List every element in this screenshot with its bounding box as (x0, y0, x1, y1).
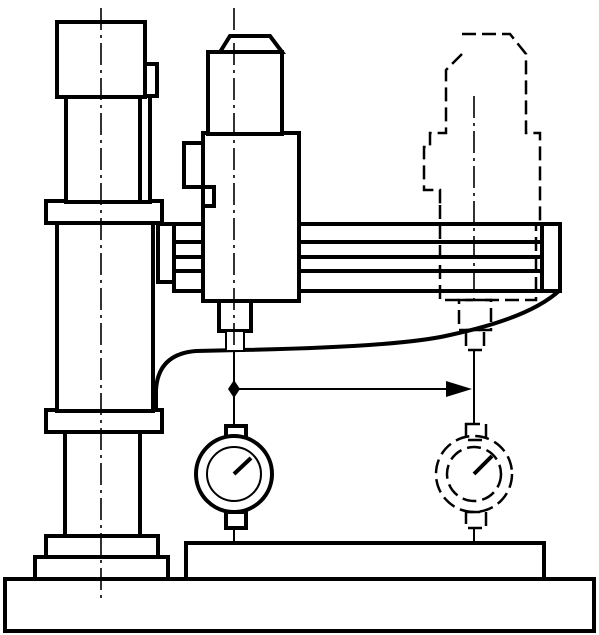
drill-head-ghost (422, 32, 542, 352)
arrow-head-icon (446, 381, 472, 397)
measurement-arrow (228, 350, 475, 426)
dial-indicator-ghost-icon (434, 422, 514, 543)
base-plate (3, 577, 596, 633)
column (44, 20, 164, 538)
drill-head (182, 34, 301, 352)
dial-indicator-icon (194, 424, 274, 543)
center-lines (100, 8, 475, 599)
work-table (184, 541, 546, 581)
